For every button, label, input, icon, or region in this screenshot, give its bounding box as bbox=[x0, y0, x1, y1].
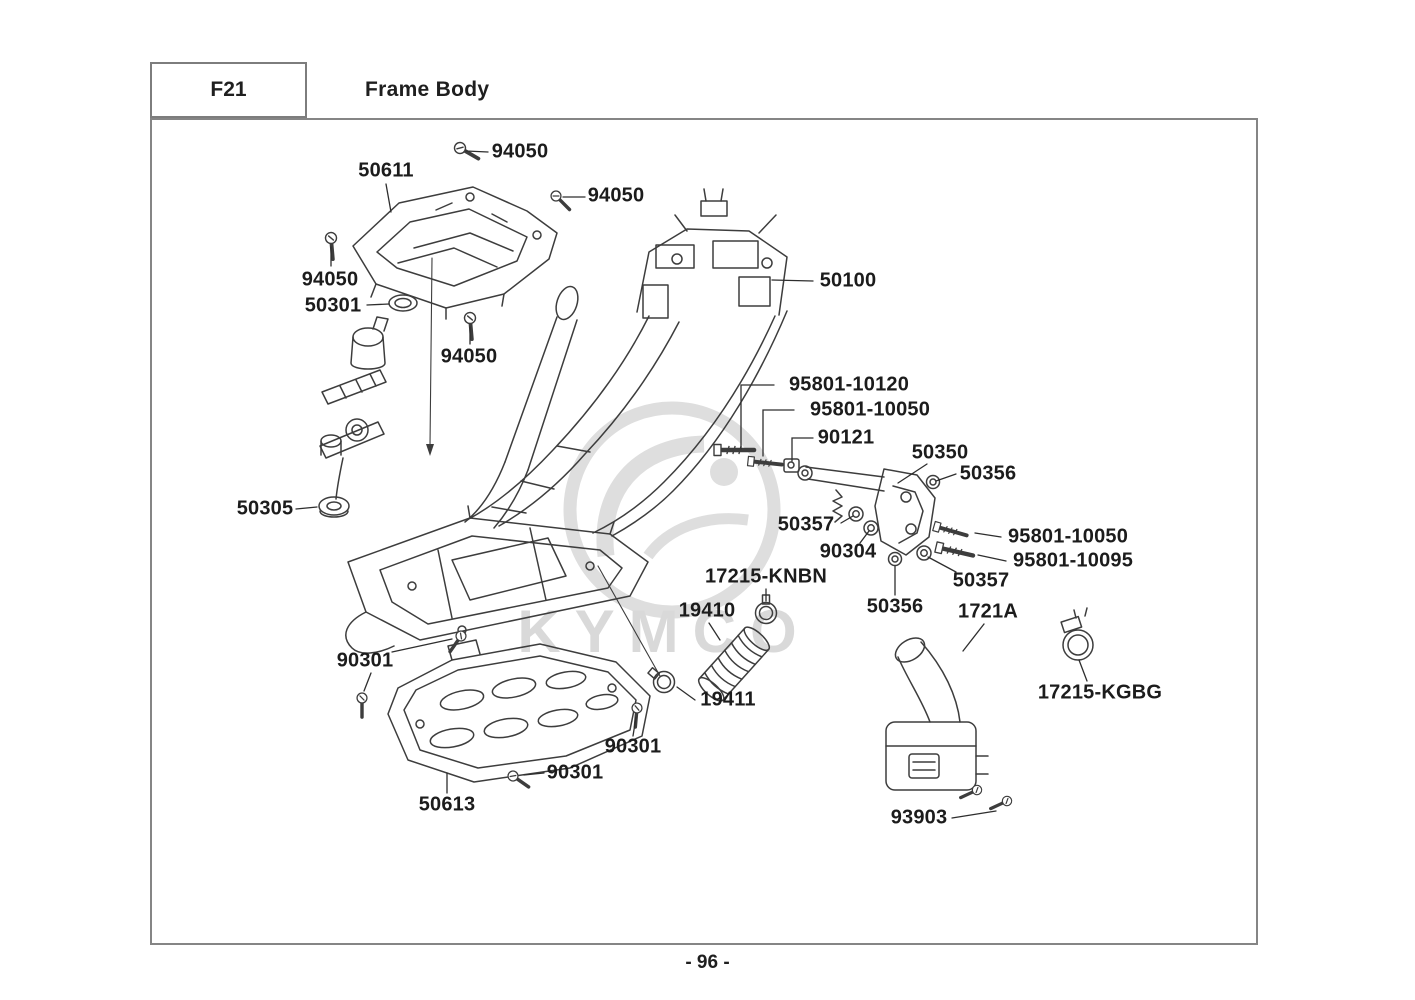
intake-duct-part bbox=[697, 626, 771, 702]
page-title: Frame Body bbox=[365, 78, 490, 101]
washer-50357-left bbox=[848, 506, 864, 522]
main-frame-part bbox=[345, 188, 788, 677]
bolt-95801-10050-right bbox=[930, 519, 970, 542]
page-number: - 96 - bbox=[685, 952, 730, 973]
pin-50356-upper bbox=[925, 474, 941, 490]
duct-clamp-kgbg bbox=[1060, 607, 1094, 661]
leader-lines bbox=[295, 150, 1088, 819]
rear-carrier-part bbox=[352, 186, 558, 456]
front-bracket-assembly bbox=[319, 294, 418, 500]
bolt-95801-10095 bbox=[935, 542, 974, 561]
kymco-watermark-text: KYMCO bbox=[517, 598, 810, 665]
diagram-border bbox=[150, 118, 1258, 945]
duct-clamp-19411 bbox=[642, 661, 680, 698]
diagram-code: F21 bbox=[210, 78, 247, 101]
skid-plate-part bbox=[387, 639, 651, 783]
kymco-watermark-logo bbox=[563, 401, 781, 619]
screw-93903-a bbox=[959, 779, 985, 806]
washer-90304 bbox=[863, 520, 879, 536]
grommet-part bbox=[318, 496, 350, 518]
screw-90301-c bbox=[621, 699, 652, 729]
screw-94050-b bbox=[549, 189, 572, 212]
screw-90301-b bbox=[347, 689, 377, 719]
screw-90301-d bbox=[505, 767, 531, 792]
pin-50356-lower bbox=[887, 551, 903, 567]
air-duct-resonator-part bbox=[885, 637, 989, 791]
diagram-code-box: F21 bbox=[150, 62, 307, 118]
center-stand-bracket-part bbox=[783, 458, 936, 556]
